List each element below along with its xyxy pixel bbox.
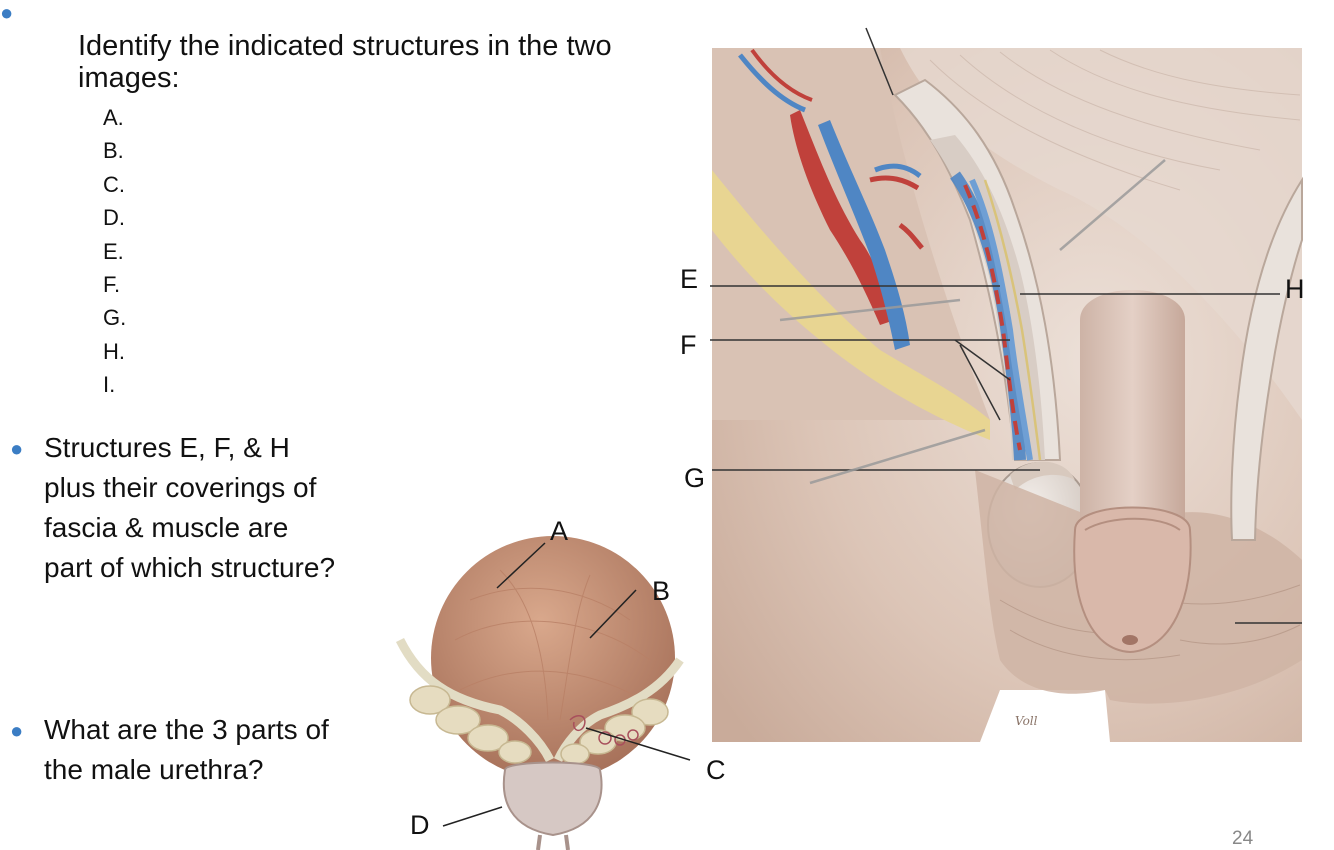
vas-deferens-right xyxy=(553,657,684,763)
vas-deferens-left xyxy=(395,637,555,763)
artist-signature: Voll xyxy=(1015,714,1038,728)
question-spermatic-cord: Structures E, F, & H plus their covering… xyxy=(44,432,336,583)
bullet-dot: ● xyxy=(10,436,24,461)
answer-letter: H. xyxy=(103,338,125,364)
answer-letter-list: A. B. C. D. E. F. G. H. I. xyxy=(103,101,126,402)
answer-letter: G. xyxy=(103,305,127,331)
ductus-deferens xyxy=(983,179,1042,461)
seminal-vesicles xyxy=(409,685,669,765)
penis-shaft xyxy=(1080,290,1185,540)
question-identify-structures: Identify the indicated structures in the… xyxy=(78,30,612,94)
prostate-illustration xyxy=(395,536,684,850)
label-d: D xyxy=(410,810,430,840)
answer-letter: C. xyxy=(103,171,125,197)
answer-letter: A. xyxy=(103,105,124,130)
bullet-dot: ● xyxy=(0,0,14,25)
femoral-artery xyxy=(790,110,895,325)
testicular-artery xyxy=(963,184,1022,451)
inguinal-region-illustration: Voll xyxy=(712,48,1303,742)
page-number: 24 xyxy=(1232,828,1254,849)
prostate-gland xyxy=(502,761,603,837)
abdominal-wall xyxy=(712,48,1302,420)
answer-letter: I. xyxy=(103,372,116,398)
label-f: F xyxy=(680,330,697,360)
contralateral-cord xyxy=(1230,176,1303,541)
epididymis-head xyxy=(1010,461,1075,490)
bullet-dot: ● xyxy=(10,718,24,743)
label-b: B xyxy=(652,576,671,606)
question-urethra-parts: What are the 3 parts of the male urethra… xyxy=(44,714,329,785)
leader-lines xyxy=(710,27,1302,624)
answer-letter: F. xyxy=(103,271,121,297)
fat-band xyxy=(712,170,990,440)
label-e: E xyxy=(680,264,699,294)
answer-letter: E. xyxy=(103,238,124,264)
glans xyxy=(1073,506,1192,654)
label-h: H xyxy=(1285,274,1305,304)
answer-letter: B. xyxy=(103,138,124,164)
answer-letter: D. xyxy=(103,205,125,231)
label-a: A xyxy=(550,516,569,546)
femoral-vein xyxy=(818,120,910,350)
label-c: C xyxy=(706,755,726,785)
label-g: G xyxy=(684,463,706,493)
